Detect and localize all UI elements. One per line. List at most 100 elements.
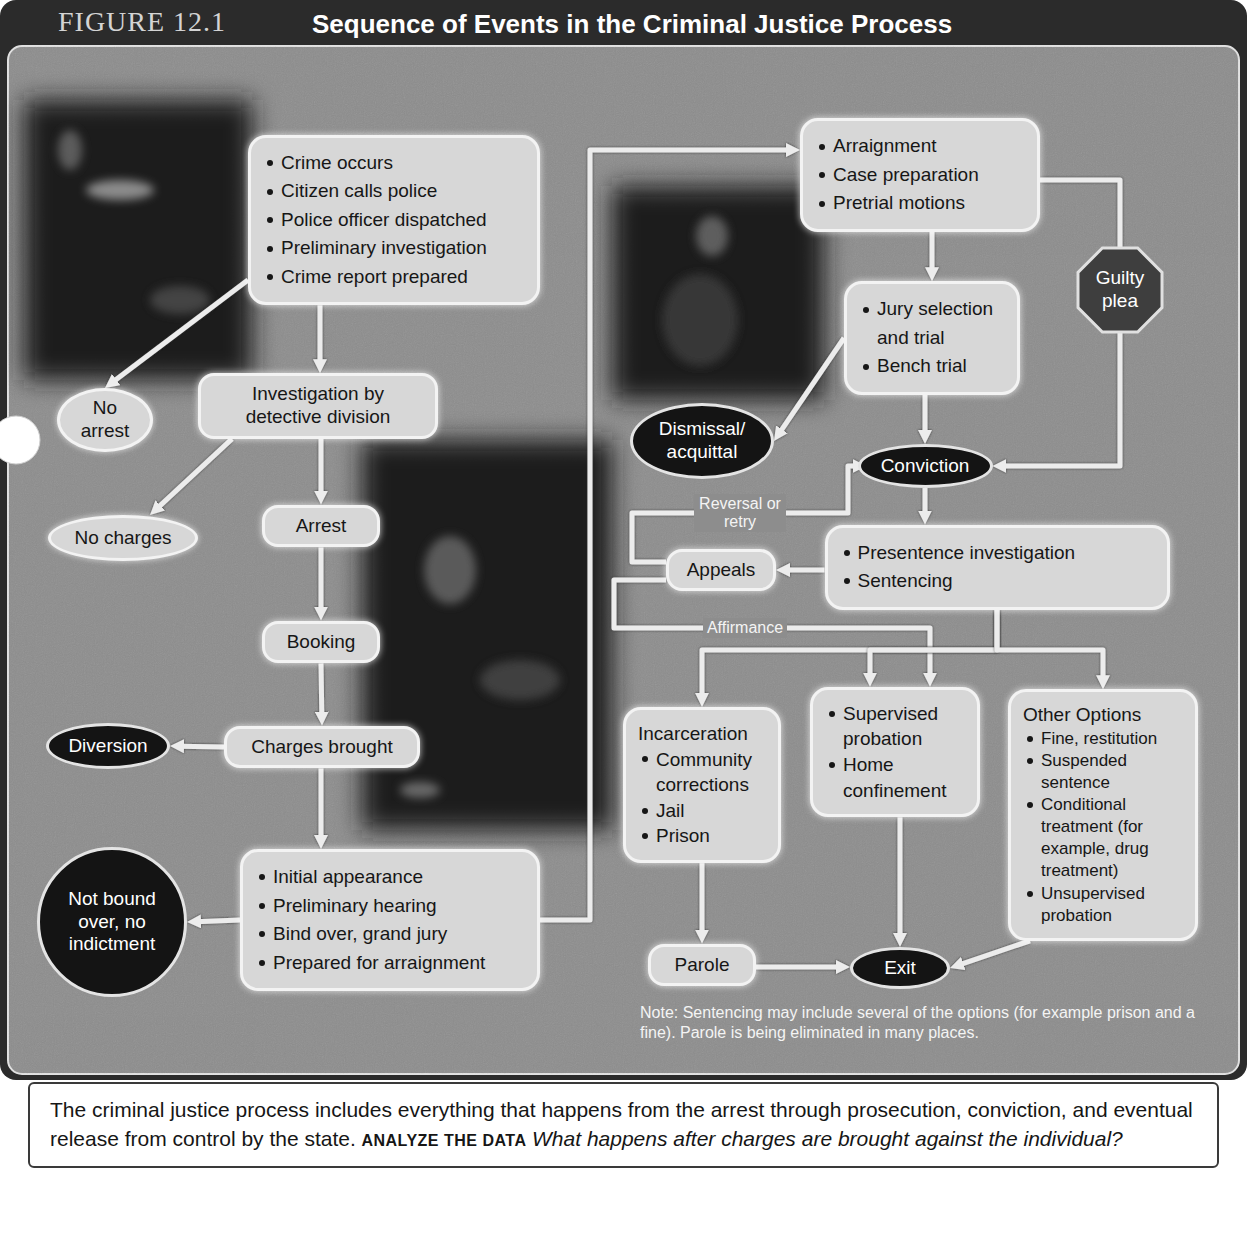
flow-arrow [157,439,232,509]
node-label: Investigation by detective division [213,383,423,429]
flow-arrow [930,232,935,273]
box-heading: Other Options [1023,703,1183,728]
process-box: Arrest [262,505,380,548]
list-item: Jail [638,798,766,824]
list-item: Prepared for arraignment [255,949,525,978]
list-item: Presentence investigation [840,539,1155,568]
figure-title: Sequence of Events in the Criminal Justi… [312,9,952,40]
process-box: Appeals [666,549,776,592]
sentence-option-box: Other OptionsFine, restitutionSuspended … [1008,689,1198,941]
flow-arrow [179,744,224,750]
photo-courtroom [612,186,824,400]
flow-arrow [319,768,324,840]
list-item: Initial appearance [255,863,525,892]
list-item: Arraignment [815,132,1025,161]
node-label: Parole [663,954,741,977]
flow-arrow [959,941,1030,965]
prompt-question: What happens after charges are brought a… [532,1127,1123,1150]
list-item: Pretrial motions [815,189,1025,218]
diagram-panel [8,46,1239,1074]
photo-arrest [362,440,612,830]
figure-number: FIGURE 12.1 [58,6,226,38]
flow-arrow [540,150,791,920]
list-item: Supervised probation [825,701,965,752]
list-item: Citizen calls police [263,177,525,206]
octagon-outline [1078,248,1162,332]
node-label: Charges brought [239,736,405,759]
process-box: Booking [262,621,380,664]
node-label: Diversion [67,735,149,758]
process-box: Investigation by detective division [198,373,438,439]
flow-arrow [1040,180,1120,248]
terminal-oval: Exit [850,947,950,989]
list-item: Home confinement [825,752,965,803]
flow-arrow [112,280,248,383]
caption-box: The criminal justice process includes ev… [28,1082,1219,1168]
list-item: Police officer dispatched [263,206,525,235]
flow-arrow [785,568,825,573]
flow-arrow [997,610,1103,681]
list-item: Unsupervised probation [1023,883,1183,927]
flow-arrow [319,547,324,611]
outcome-oval: Conviction [858,444,993,488]
event-list-box: Presentence investigationSentencing [825,525,1170,610]
paper-grain [8,46,1239,1074]
node-label: Guilty plea [1086,267,1154,313]
event-list-box: Jury selection and trialBench trial [844,281,1020,395]
node-label: Appeals [681,559,761,582]
list-item: Crime occurs [263,149,525,178]
appeal-outcome-label: Reversal or retry [694,494,786,531]
flow-arrow [700,863,705,935]
list-item: Fine, restitution [1023,728,1183,750]
process-box: Parole [648,944,756,987]
list-item: Suspended sentence [1023,750,1183,794]
binder-tab [0,416,40,464]
flow-arrow [923,488,928,516]
list-item: Sentencing [840,567,1155,596]
flow-arrow [870,610,997,678]
event-list-box: Crime occursCitizen calls policePolice o… [248,135,540,306]
flow-arrow [898,817,903,938]
outcome-oval: Diversion [46,723,170,769]
flow-arrow [756,965,841,970]
box-heading: Incarceration [638,721,766,747]
appeal-outcome-label: Affirmance [703,618,787,638]
note-text: Note: Sentencing may include several of … [640,1003,1215,1043]
list-item: Conditional treatment (for example, drug… [1023,794,1183,882]
node-label: Exit [871,957,929,980]
list-item: Jury selection and trial [859,295,1005,352]
list-item: Bind over, grand jury [255,920,525,949]
sentence-option-box: IncarcerationCommunity correctionsJailPr… [623,707,781,863]
outcome-circle: Not bound over, no indictment [37,847,187,997]
flow-arrow [319,663,325,716]
figure-frame [0,0,1247,1080]
prompt-heading: ANALYZE THE DATA [361,1132,526,1149]
list-item: Prison [638,823,766,849]
sentence-option-box: Supervised probationHome confinement [810,687,980,818]
flow-arrow [702,610,997,698]
list-item: Bench trial [859,352,1005,381]
event-list-box: ArraignmentCase preparationPretrial moti… [800,118,1040,232]
flow-arrow [319,439,324,496]
outcome-oval: Dismissal/ acquittal [630,403,774,479]
outcome-oval: No charges [48,515,198,561]
list-item: Case preparation [815,161,1025,190]
flow-arrow [923,395,928,435]
node-label: No arrest [72,397,138,443]
decision-octagon: Guilty plea [1078,248,1162,332]
list-item: Crime report prepared [263,263,525,292]
node-label: No charges [63,527,183,550]
list-item: Preliminary investigation [263,234,525,263]
node-label: Dismissal/ acquittal [651,418,753,464]
node-label: Booking [277,631,365,654]
event-list-box: Initial appearancePreliminary hearingBin… [240,849,540,991]
process-box: Charges brought [224,726,420,769]
outcome-oval: No arrest [57,388,153,452]
flow-arrow [318,305,323,364]
photo-crime-scene [24,100,252,380]
list-item: Preliminary hearing [255,892,525,921]
node-label: Conviction [879,455,972,478]
node-label: Not bound over, no indictment [58,888,166,956]
